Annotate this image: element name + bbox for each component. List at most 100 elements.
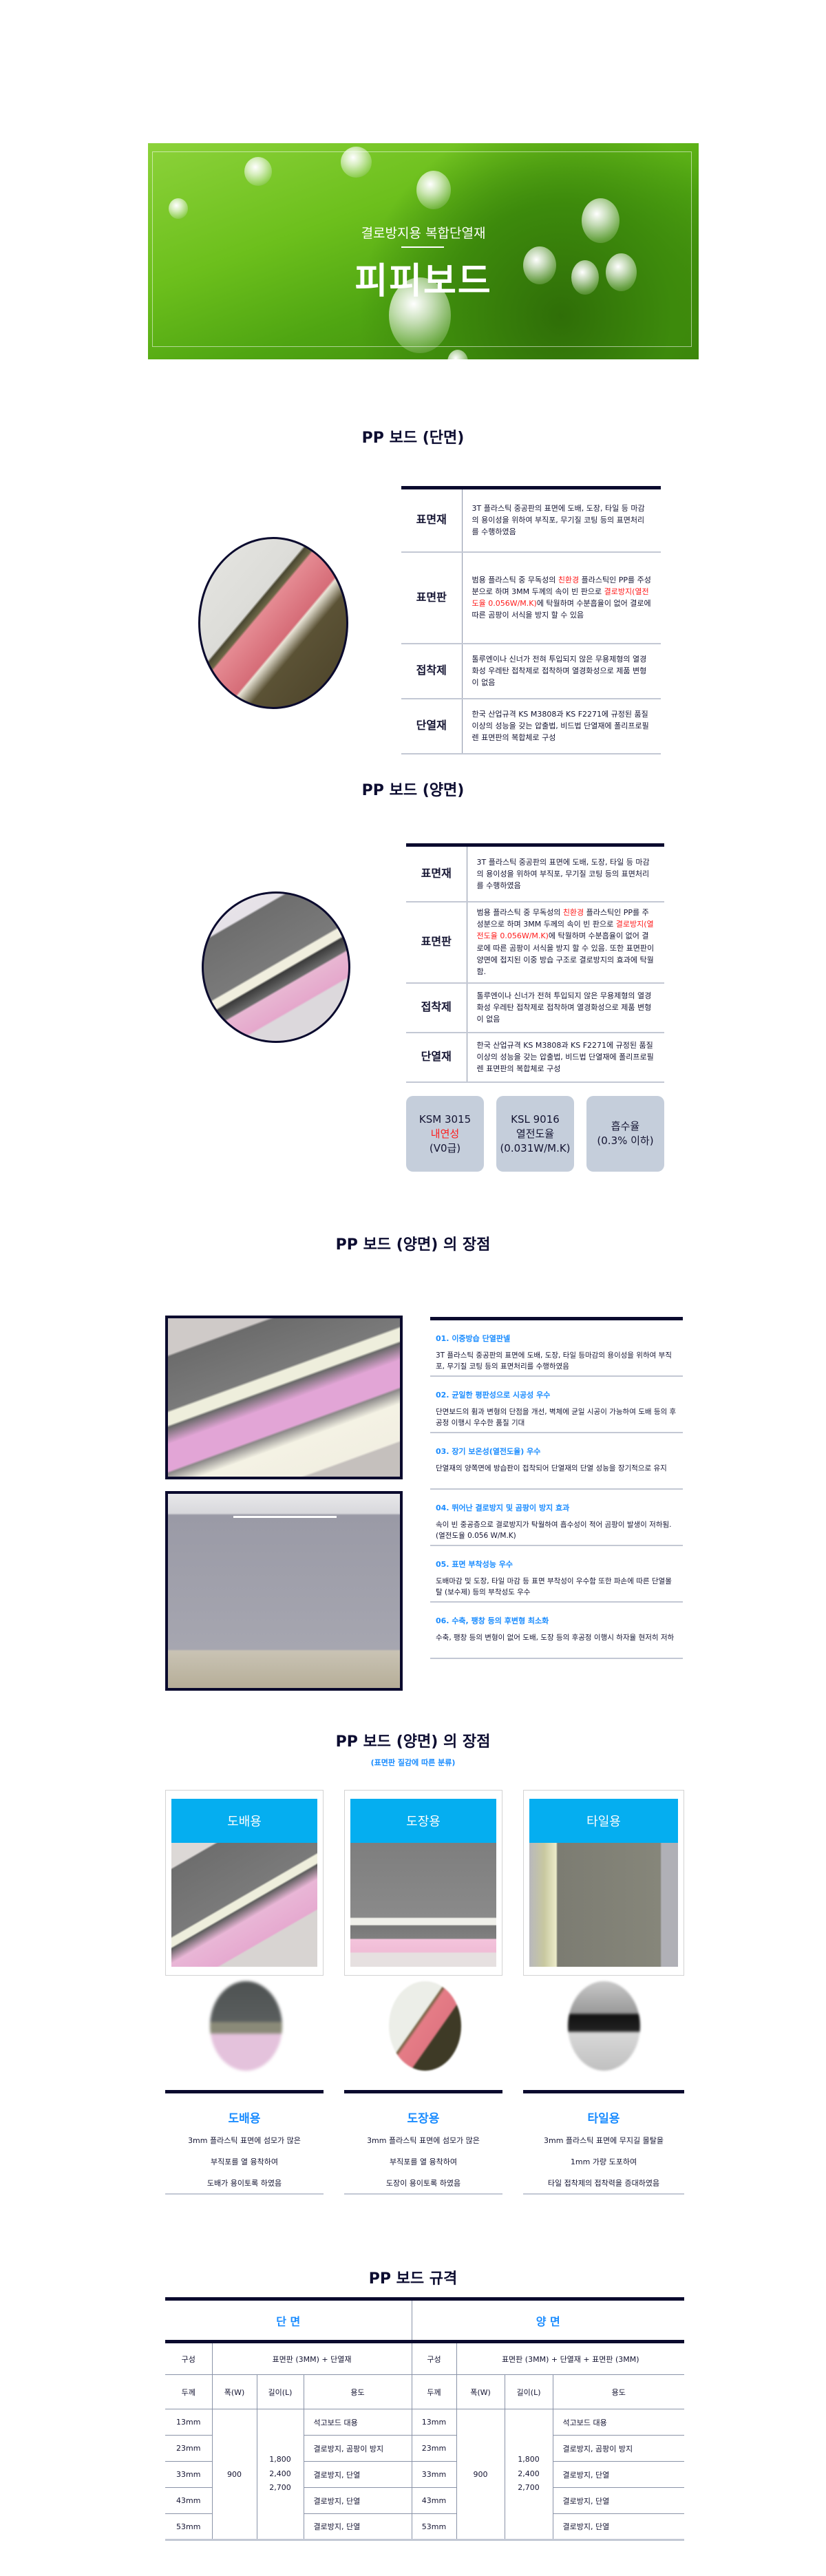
cell: 용도 — [303, 2374, 412, 2409]
cell: 900 — [456, 2409, 505, 2541]
cell: 53mm — [165, 2513, 213, 2541]
cell: 길이(L) — [256, 2374, 304, 2409]
hero-frame — [152, 151, 692, 347]
cell: 표면판 (3MM) + 단열재 + 표면판 (3MM) — [456, 2341, 684, 2375]
double-board-image — [202, 891, 350, 1043]
ceiling-light — [233, 1516, 337, 1518]
cell: 결로방지, 단열 — [303, 2513, 412, 2541]
cell: 43mm — [165, 2487, 213, 2514]
card-header: 도장용 — [350, 1799, 496, 1843]
wallpaper-closeup-icon — [210, 1981, 282, 2071]
card-header: 도배용 — [171, 1799, 317, 1843]
type-card-wallpaper: 도배용 — [165, 1790, 324, 1976]
cell: 구성 — [411, 2341, 457, 2375]
hero-divider — [401, 246, 444, 248]
paint-closeup-icon — [389, 1981, 461, 2071]
spec-value: 범용 플라스틱 중 무독성의 친환경 플라스틱인 PP를 주성분으로 하며 3M… — [467, 901, 664, 984]
cell: 결로방지, 단열 — [303, 2461, 412, 2488]
cell: 결로방지, 곰팡이 방지 — [552, 2435, 684, 2462]
spec-key: 단열재 — [401, 698, 463, 754]
room-interior-image — [165, 1491, 403, 1691]
cell: 결로방지, 단열 — [552, 2461, 684, 2488]
cell: 길이(L) — [504, 2374, 553, 2409]
cell: 33mm — [165, 2461, 213, 2488]
spec-value: 범용 플라스틱 중 무독성의 친환경 플라스틱인 PP를 주성분으로 하며 3M… — [462, 551, 661, 644]
features-title: PP 보드 (양면) 의 장점 — [335, 1236, 491, 1254]
hero-subtitle: 결로방지용 복합단열재 — [361, 226, 486, 241]
badge-absorption: 흡수율(0.3% 이하) — [586, 1096, 664, 1172]
types-title: PP 보드 (양면) 의 장점 — [335, 1733, 491, 1751]
double-title: PP 보드 (양면) — [361, 782, 465, 799]
spec-value: 한국 산업규격 KS M3808과 KS F2271에 규정된 품질 이상의 성… — [462, 698, 661, 754]
spec-key: 접착제 — [406, 982, 467, 1033]
cell: 13mm — [411, 2409, 457, 2436]
cell: 용도 — [552, 2374, 684, 2409]
cell: 23mm — [165, 2435, 213, 2462]
tile-closeup-icon — [568, 1981, 640, 2071]
spec-key: 표면판 — [406, 901, 467, 984]
spec-key: 표면재 — [406, 845, 467, 902]
cell: 23mm — [411, 2435, 457, 2462]
features-board-image — [165, 1316, 403, 1479]
spec-value: 3T 플라스틱 중공판의 표면에 도배, 도장, 타일 등 마감의 용이성을 위… — [467, 845, 664, 902]
cell: 폭(W) — [456, 2374, 505, 2409]
spec-value: 3T 플라스틱 중공판의 표면에 도배, 도장, 타일 등 마감의 용이성을 위… — [462, 487, 661, 553]
single-header: 단 면 — [165, 2297, 412, 2343]
spec-key: 단열재 — [406, 1032, 467, 1083]
cell: 13mm — [165, 2409, 213, 2436]
cell: 43mm — [411, 2487, 457, 2514]
wallpaper-board-image — [171, 1843, 317, 1967]
cell: 결로방지, 곰팡이 방지 — [303, 2435, 412, 2462]
spec-value: 톨루엔이나 신너가 전혀 투입되지 않은 무용제형의 열경화성 우레탄 접착제로… — [467, 982, 664, 1033]
cell: 결로방지, 단열 — [552, 2487, 684, 2514]
cell: 구성 — [165, 2341, 213, 2375]
cell: 석고보드 대용 — [303, 2409, 412, 2436]
double-header: 양 면 — [411, 2297, 684, 2343]
spec-key: 표면판 — [401, 551, 463, 644]
hero-title: 피피보드 — [354, 261, 492, 302]
hero-banner: 결로방지용 복합단열재 피피보드 — [148, 143, 699, 359]
cell: 두께 — [165, 2374, 213, 2409]
card-header: 타일용 — [529, 1799, 678, 1843]
cell: 900 — [211, 2409, 257, 2541]
types-subtitle: (표면판 질감에 따른 분류) — [370, 1758, 456, 1767]
type-card-paint: 도장용 — [344, 1790, 502, 1976]
cell: 결로방지, 단열 — [552, 2513, 684, 2541]
cell: 53mm — [411, 2513, 457, 2541]
cell: 석고보드 대용 — [552, 2409, 684, 2436]
cell: 표면판 (3MM) + 단열재 — [211, 2341, 412, 2375]
paint-board-image — [350, 1843, 496, 1967]
single-title: PP 보드 (단면) — [361, 430, 465, 447]
cell: 두께 — [411, 2374, 457, 2409]
spec-title: PP 보드 규격 — [368, 2270, 458, 2288]
spec-value: 한국 산업규격 KS M3808과 KS F2271에 규정된 품질 이상의 성… — [467, 1032, 664, 1083]
cell: 33mm — [411, 2461, 457, 2488]
single-board-image — [198, 537, 348, 709]
type-card-tile: 타일용 — [523, 1790, 684, 1976]
spec-key: 접착제 — [401, 643, 463, 699]
cell: 폭(W) — [211, 2374, 257, 2409]
tile-board-image — [529, 1843, 678, 1967]
